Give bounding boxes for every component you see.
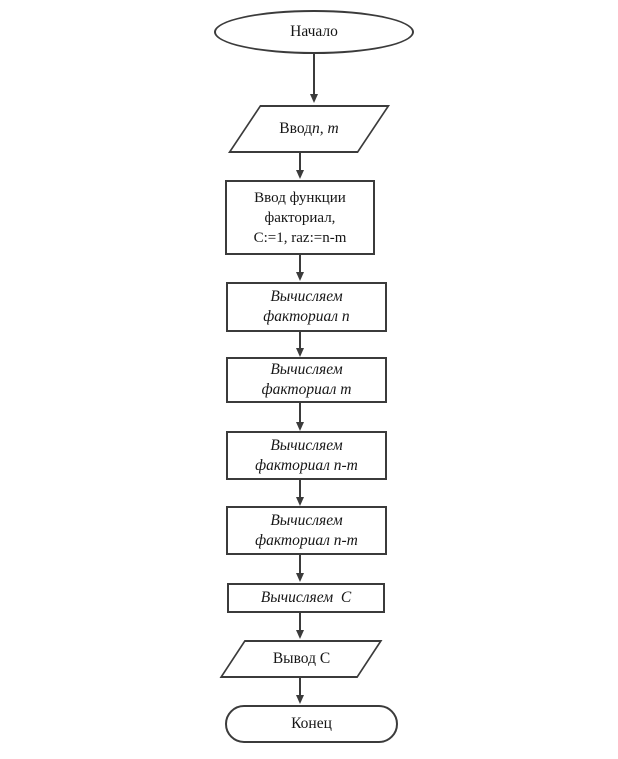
flow-arrow — [294, 480, 306, 506]
flow-arrow — [294, 255, 306, 281]
arrow-head-icon — [296, 422, 304, 431]
process-rect-shape — [226, 506, 387, 555]
flow-arrow-start-to-input — [308, 54, 320, 103]
node-calc-c-process: Вычисляем С — [227, 583, 385, 613]
node-end-terminator: Конец — [225, 705, 398, 743]
flow-arrow — [294, 403, 306, 431]
flow-arrow — [294, 555, 306, 582]
process-rect-shape — [226, 282, 387, 332]
terminator-stadium-shape — [225, 705, 398, 743]
node-label: Начало — [290, 23, 338, 40]
node-label: Ввод функции факториал, C:=1, raz:=n-m — [253, 189, 347, 246]
arrow-stem — [299, 255, 301, 274]
arrow-head-icon — [296, 497, 304, 506]
node-label: Вычисляем факториал m — [261, 361, 352, 398]
node-label: Вычисляем С — [260, 589, 352, 606]
arrow-head-icon — [310, 94, 318, 103]
process-rect-shape — [226, 431, 387, 480]
node-calc-factorial-n-process: Вычисляем факториал n — [226, 282, 387, 332]
arrow-stem — [299, 555, 301, 575]
node-output-parallelogram: Вывод С — [219, 640, 383, 678]
node-label: Конец — [291, 715, 332, 732]
node-calc-factorial-n-minus-m-2-process: Вычисляем факториал n-m — [226, 506, 387, 555]
arrow-stem — [313, 54, 315, 96]
flow-arrow — [294, 332, 306, 357]
arrow-head-icon — [296, 272, 304, 281]
process-rect-shape — [225, 180, 375, 255]
label-variables-part: n, m — [312, 120, 339, 137]
label-static-part: Ввод — [279, 120, 313, 137]
arrow-stem — [299, 613, 301, 632]
node-label: Ввод n, m — [228, 105, 390, 153]
node-label: Вывод С — [272, 650, 331, 667]
arrow-stem — [299, 153, 301, 172]
process-rect-shape — [226, 357, 387, 403]
node-label: Вычисляем факториал n — [263, 288, 350, 325]
node-init-function-process: Ввод функции факториал, C:=1, raz:=n-m — [225, 180, 375, 255]
arrow-head-icon — [296, 170, 304, 179]
flow-arrow — [294, 678, 306, 704]
arrow-stem — [299, 480, 301, 499]
node-label: Вычисляем факториал n-m — [255, 511, 358, 549]
node-calc-factorial-m-process: Вычисляем факториал m — [226, 357, 387, 403]
node-calc-factorial-n-minus-m-1-process: Вычисляем факториал n-m — [226, 431, 387, 480]
arrow-head-icon — [296, 348, 304, 357]
arrow-stem — [299, 332, 301, 350]
node-input-parallelogram: Ввод n, m — [227, 105, 391, 153]
arrow-head-icon — [296, 630, 304, 639]
arrow-stem — [299, 678, 301, 697]
arrow-stem — [299, 403, 301, 424]
process-rect-shape — [227, 583, 385, 613]
arrow-head-icon — [296, 695, 304, 704]
node-label: Вычисляем факториал n-m — [255, 436, 358, 474]
terminator-ellipse-shape — [214, 10, 414, 54]
flow-arrow — [294, 153, 306, 179]
node-start-terminator: Начало — [214, 10, 414, 54]
arrow-head-icon — [296, 573, 304, 582]
flow-arrow — [294, 613, 306, 639]
